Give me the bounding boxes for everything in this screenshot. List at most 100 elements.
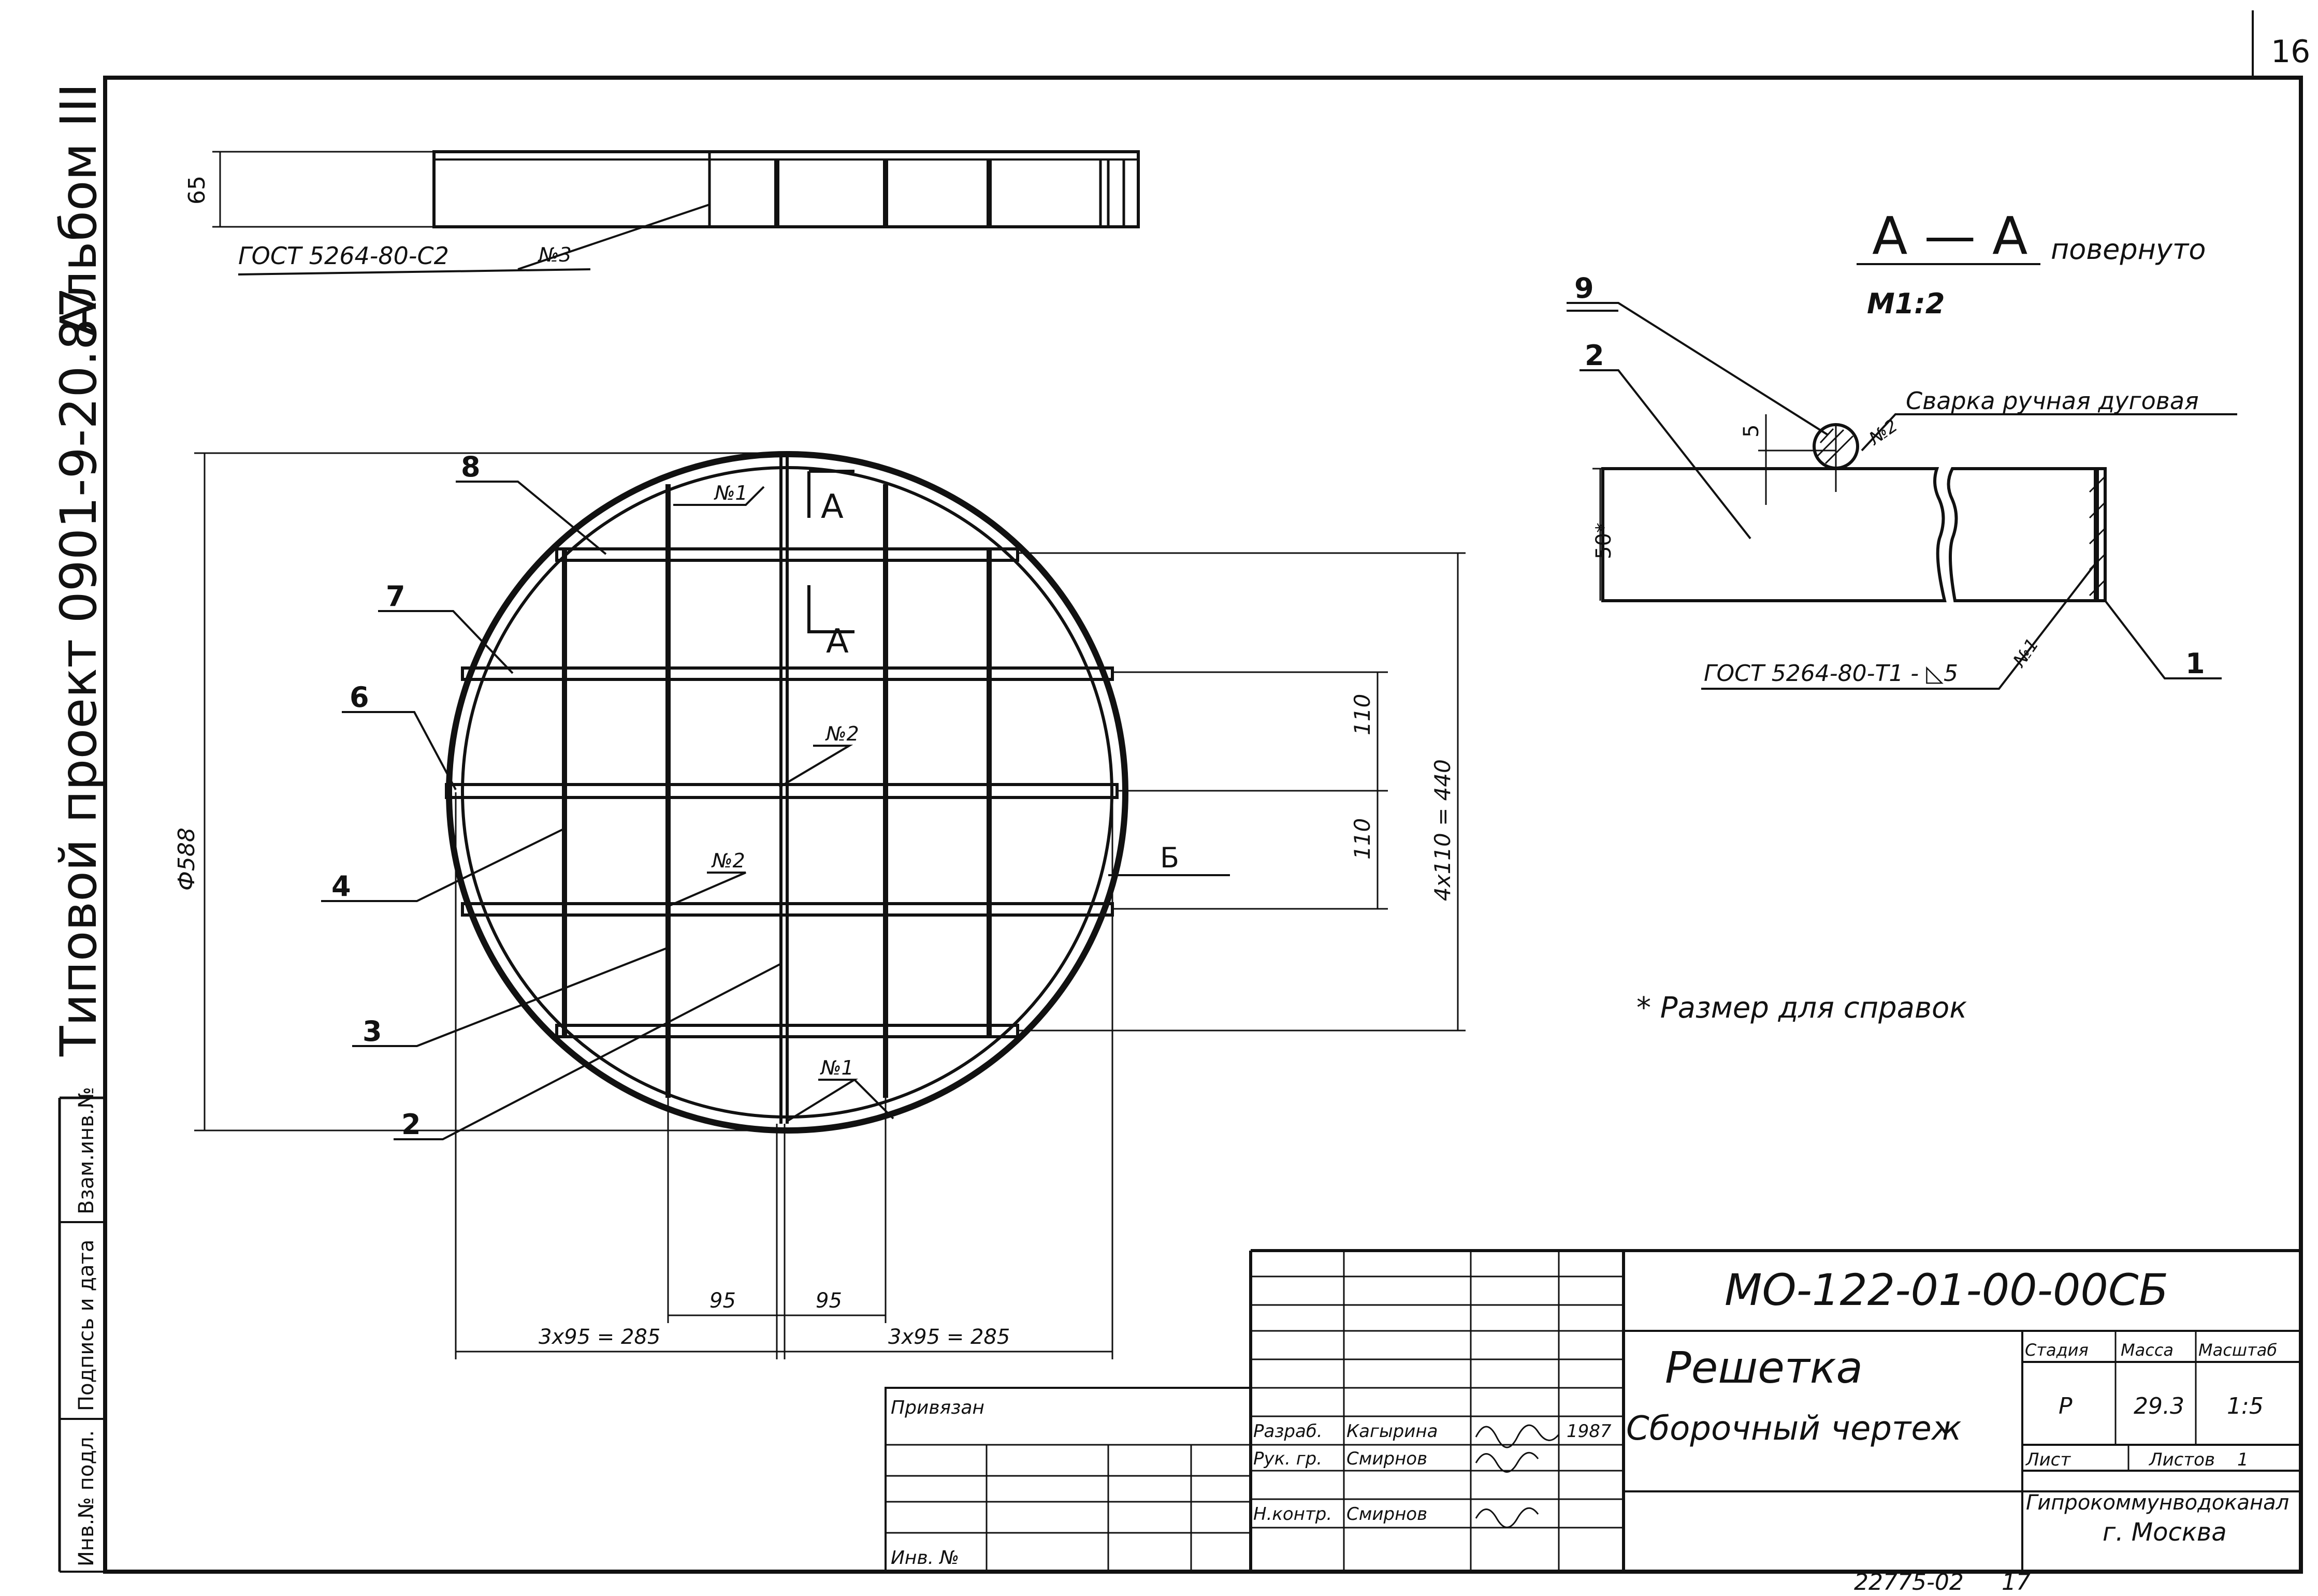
dim-50: 50* (1592, 523, 1616, 559)
privyazan: Привязан (891, 1397, 984, 1418)
section-a-bottom: А (826, 622, 849, 661)
dim-110a: 110 (1350, 694, 1375, 735)
scale-value: 1:5 (2227, 1393, 2264, 1419)
bar-section-left (1601, 467, 1947, 602)
gost-label: ГОСТ 5264-80-С2 (238, 242, 449, 270)
leader-2 (1580, 369, 1751, 540)
hatch (1817, 429, 1845, 457)
archive-num: 17 (2002, 1569, 2031, 1595)
weld-leader (668, 872, 746, 907)
hatch (1824, 435, 1854, 465)
weld-no1: №1 (2008, 635, 2043, 672)
weld-type: Сварка ручная дуговая (1906, 387, 2199, 415)
year: 1987 (1567, 1421, 1612, 1442)
pos-1: 1 (2185, 647, 2205, 680)
razrab-name: Кагырина (1346, 1421, 1438, 1442)
stamp-inv-orig: Инв.№ подл. (75, 1430, 98, 1566)
razrab-role: Разраб. (1253, 1421, 1323, 1442)
weld-no: №2 (1865, 415, 1902, 450)
weld-mid1: №2 (825, 722, 859, 745)
dim-285a: 3х95 = 285 (539, 1325, 660, 1349)
privyazan-box (885, 1387, 1252, 1573)
end-plate-hatch (2089, 475, 2106, 597)
ruk-role: Рук. гр. (1253, 1448, 1322, 1469)
stamp-inv-replace: Взам.инв.№ (75, 1087, 98, 1214)
inv-no: Инв. № (891, 1547, 959, 1569)
section-scale: М1:2 (1867, 287, 1945, 320)
weld-bottom: №1 (820, 1056, 854, 1079)
sheets-value: 1 (2237, 1449, 2249, 1470)
pos-9: 9 (1574, 272, 1594, 304)
razrab-signature (1475, 1424, 1560, 1448)
album-stamp: Альбом III (50, 83, 108, 337)
bar-section-right (1947, 467, 2107, 602)
weld-leader (1861, 413, 2237, 452)
top-view: 65 ГОСТ 5264-80-С2 №3 (184, 150, 1140, 275)
dim-285b: 3х95 = 285 (888, 1325, 1010, 1349)
leader-8 (456, 481, 607, 555)
page-number: 16 (2271, 34, 2310, 70)
ruk-signature (1475, 1452, 1539, 1473)
archive-code: 22775-02 (1854, 1569, 1964, 1595)
section-leaders (1567, 302, 2237, 690)
project-stamp: Типовой проект 0901-9-20.87 (50, 287, 108, 1057)
title-block: Привязан Инв. № Разраб. Кагырина 1987 Ру… (885, 1249, 2301, 1573)
leader-3 (352, 947, 669, 1047)
ruk-name: Смирнов (1346, 1448, 1427, 1469)
rod-hatch (1817, 428, 1854, 465)
gost-leader (517, 204, 710, 270)
weld-leader (853, 1079, 894, 1120)
weld-label: №3 (538, 243, 572, 266)
dim-110b: 110 (1350, 818, 1375, 860)
leader-1 (2104, 600, 2222, 679)
weld-leader (778, 745, 853, 788)
pos-2: 2 (1585, 339, 1604, 372)
hatch (2089, 579, 2106, 597)
sheet-header: Лист (2025, 1449, 2071, 1470)
leader-9 (1567, 302, 1829, 436)
top-view-outline (432, 150, 1140, 228)
nkontr-signature (1475, 1507, 1539, 1528)
dim-440: 4х110 = 440 (1430, 759, 1455, 901)
section-a-top: А (821, 488, 844, 526)
section-title: А — А (1872, 206, 2027, 266)
weld-top: №1 (714, 482, 748, 504)
scale-header: Масштаб (2198, 1340, 2277, 1360)
org-city: г. Москва (2103, 1518, 2227, 1547)
pos-b: Б (1160, 841, 1179, 874)
leader-2 (394, 962, 783, 1140)
pos-3: 3 (363, 1015, 382, 1048)
stamp-sign-date: Подпись и дата (75, 1240, 98, 1411)
leader-7 (378, 610, 514, 674)
stage-value: Р (2059, 1393, 2073, 1419)
leader-6 (342, 711, 457, 790)
dim-95b: 95 (816, 1289, 842, 1313)
mass-header: Масса (2121, 1340, 2174, 1360)
pos-4: 4 (331, 870, 351, 903)
reference-note: * Размер для справок (1636, 991, 1967, 1025)
stage-header: Стадия (2025, 1340, 2089, 1360)
dim-5: 5 (1740, 425, 1763, 438)
weld-leader (673, 486, 765, 506)
gost-leader (238, 268, 591, 275)
main-view: Ф588 110 110 4х110 = 440 95 95 3х95 = 28… (173, 451, 1466, 1359)
tb-rows (1251, 1275, 1624, 1529)
org-name: Гипрокоммунводоканал (2026, 1491, 2289, 1515)
drawing-name: Решетка (1665, 1342, 1863, 1393)
hatch (1819, 428, 1834, 444)
designation: МО-122-01-00-00СБ (1725, 1265, 2168, 1315)
mass-value: 29.3 (2134, 1393, 2184, 1419)
dim-95a: 95 (709, 1289, 736, 1313)
vertical-bars (562, 456, 992, 1124)
section-gost: ГОСТ 5264-80-Т1 - ◺5 (1704, 660, 1958, 687)
pos-6: 6 (350, 681, 369, 714)
dim-65: 65 (184, 176, 210, 205)
sheets-header: Листов (2148, 1449, 2215, 1470)
section-rotated: повернуто (2051, 233, 2206, 266)
leader-4 (321, 828, 565, 902)
section-mark (807, 585, 854, 633)
weld-mid2: №2 (711, 849, 745, 872)
nkontr-role: Н.контр. (1253, 1504, 1332, 1525)
hatch (2089, 501, 2106, 519)
